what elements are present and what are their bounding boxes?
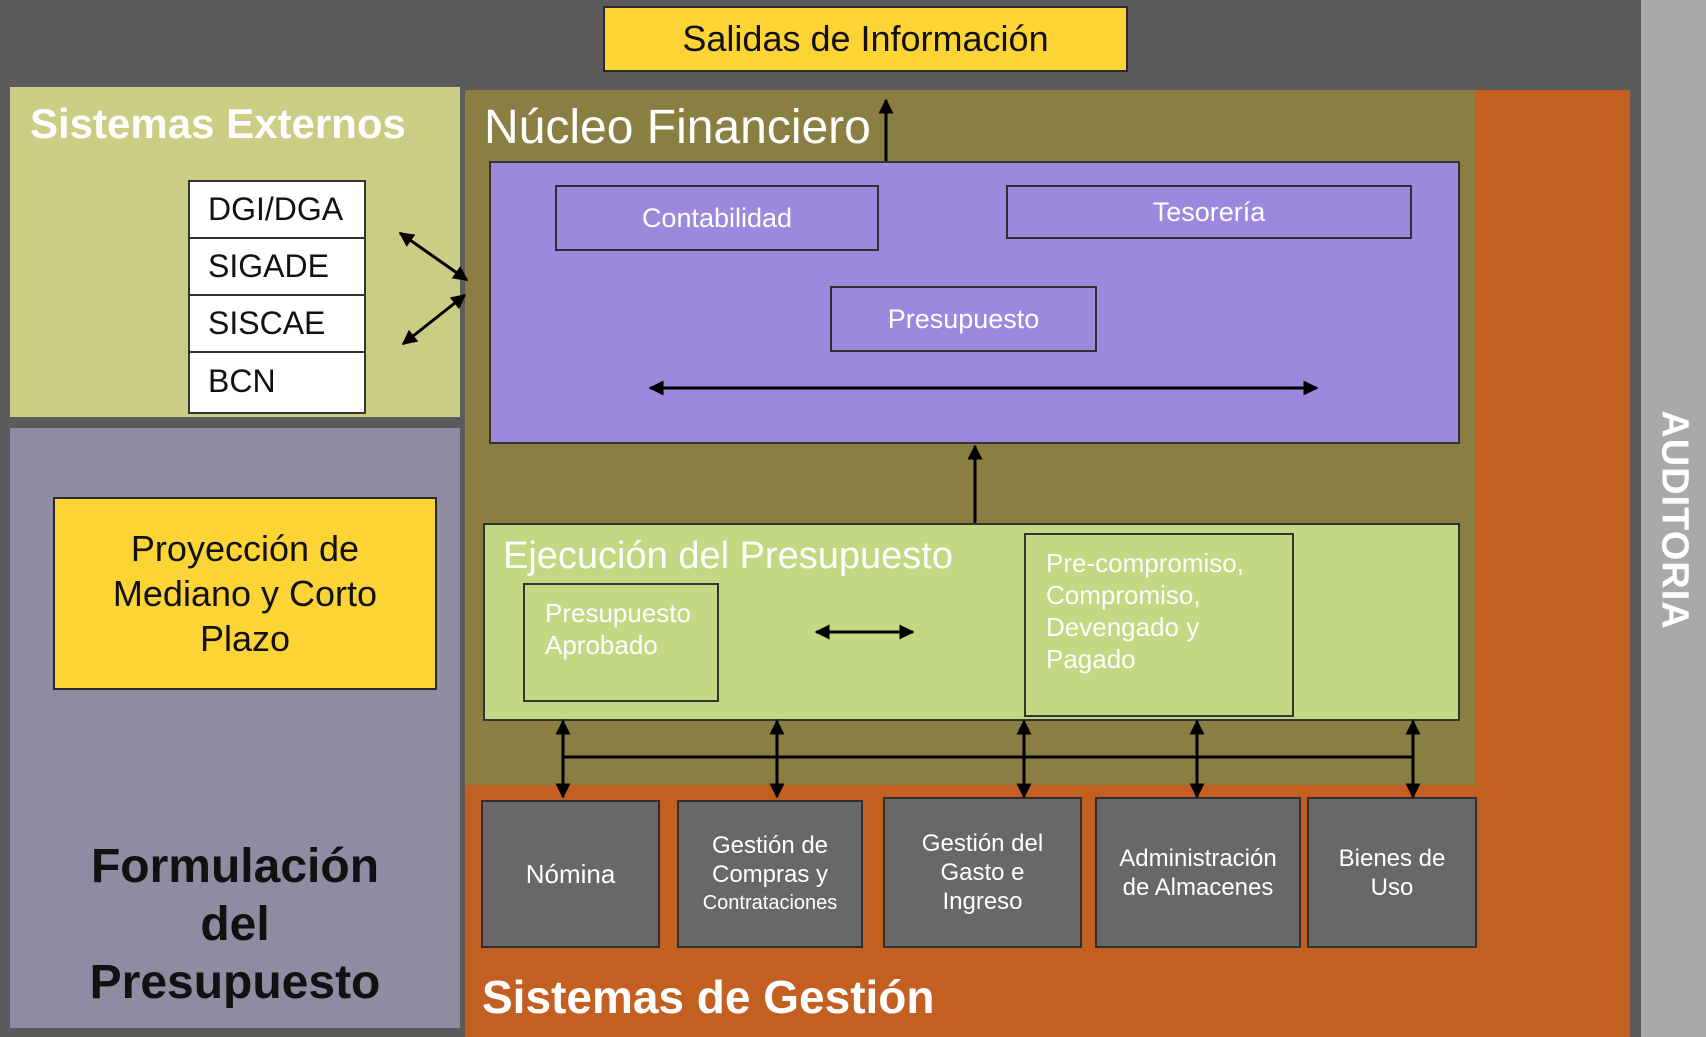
external-system-bcn: BCN — [208, 363, 276, 399]
gasto-ingreso-box: Gestión del Gasto e Ingreso — [883, 797, 1082, 948]
compras-box: Gestión de Compras y Contrataciones — [677, 800, 863, 948]
auditoria-label: AUDITORIA — [1653, 410, 1695, 630]
aprobado-line2: Aprobado — [545, 630, 658, 660]
compras-line1: Gestión de — [711, 831, 829, 859]
bienes-uso-box: Bienes de Uso — [1307, 797, 1477, 948]
etapas-line4: Pagado — [1046, 644, 1136, 674]
compras-line2: Compras y — [711, 860, 829, 888]
gasto-line3: Ingreso — [942, 888, 1023, 915]
aprobado-line1: Presupuesto — [545, 598, 691, 628]
etapas-line3: Devengado y — [1046, 612, 1200, 642]
salidas-de-informacion-box: Salidas de Información — [603, 6, 1128, 72]
nucleo-financiero-title: Núcleo Financiero — [484, 101, 871, 154]
almacenes-box: Administración de Almacenes — [1095, 797, 1301, 948]
ejecucion-title: Ejecución del Presupuesto — [503, 535, 953, 577]
gasto-line1: Gestión del — [921, 830, 1044, 857]
orange-side-column — [1475, 90, 1630, 1037]
proyeccion-box: Proyección de Mediano y Corto Plazo — [53, 497, 437, 690]
almacenes-line2: de Almacenes — [1122, 873, 1274, 901]
formulacion-title-line1: Formulación — [90, 840, 380, 893]
tesoreria-box: Tesorería — [1006, 185, 1412, 239]
external-system-sigade: SIGADE — [190, 239, 364, 296]
external-systems-list: DGI/DGA SIGADE SISCAE BCN — [188, 180, 366, 414]
sistemas-externos-title: Sistemas Externos — [30, 100, 406, 147]
presupuesto-aprobado-box: Presupuesto Aprobado — [523, 583, 719, 702]
bienes-line1: Bienes de — [1338, 844, 1446, 872]
sistemas-gestion-title: Sistemas de Gestión — [482, 971, 935, 1023]
external-system-siscae: SISCAE — [190, 296, 364, 353]
proyeccion-label: Proyección de Mediano y Corto Plazo — [112, 528, 378, 659]
external-system-dgi-dga: DGI/DGA — [190, 182, 364, 239]
gasto-line2: Gasto e — [940, 859, 1025, 886]
formulacion-title-line3: Presupuesto — [89, 956, 381, 1009]
tesoreria-label: Tesorería — [1152, 196, 1266, 227]
presupuesto-label: Presupuesto — [887, 303, 1040, 334]
auditoria-strip — [1641, 0, 1706, 1037]
contabilidad-label: Contabilidad — [641, 202, 793, 233]
formulacion-title: Formulación del Presupuesto — [30, 838, 440, 1012]
bienes-line2: Uso — [1370, 873, 1414, 901]
nomina-label: Nómina — [525, 858, 616, 889]
etapas-line1: Pre-compromiso, — [1046, 548, 1244, 578]
compras-line3: Contrataciones — [702, 891, 838, 914]
almacenes-line1: Administración — [1119, 844, 1277, 872]
auditoria-label-wrap: AUDITORIA — [1641, 0, 1706, 1037]
salidas-label: Salidas de Información — [682, 18, 1049, 59]
formulacion-title-line2: del — [200, 898, 270, 951]
contabilidad-box: Contabilidad — [555, 185, 879, 251]
nomina-box: Nómina — [481, 800, 660, 948]
presupuesto-box: Presupuesto — [830, 286, 1097, 352]
etapas-gasto-box: Pre-compromiso, Compromiso, Devengado y … — [1024, 533, 1294, 717]
etapas-line2: Compromiso, — [1046, 580, 1201, 610]
